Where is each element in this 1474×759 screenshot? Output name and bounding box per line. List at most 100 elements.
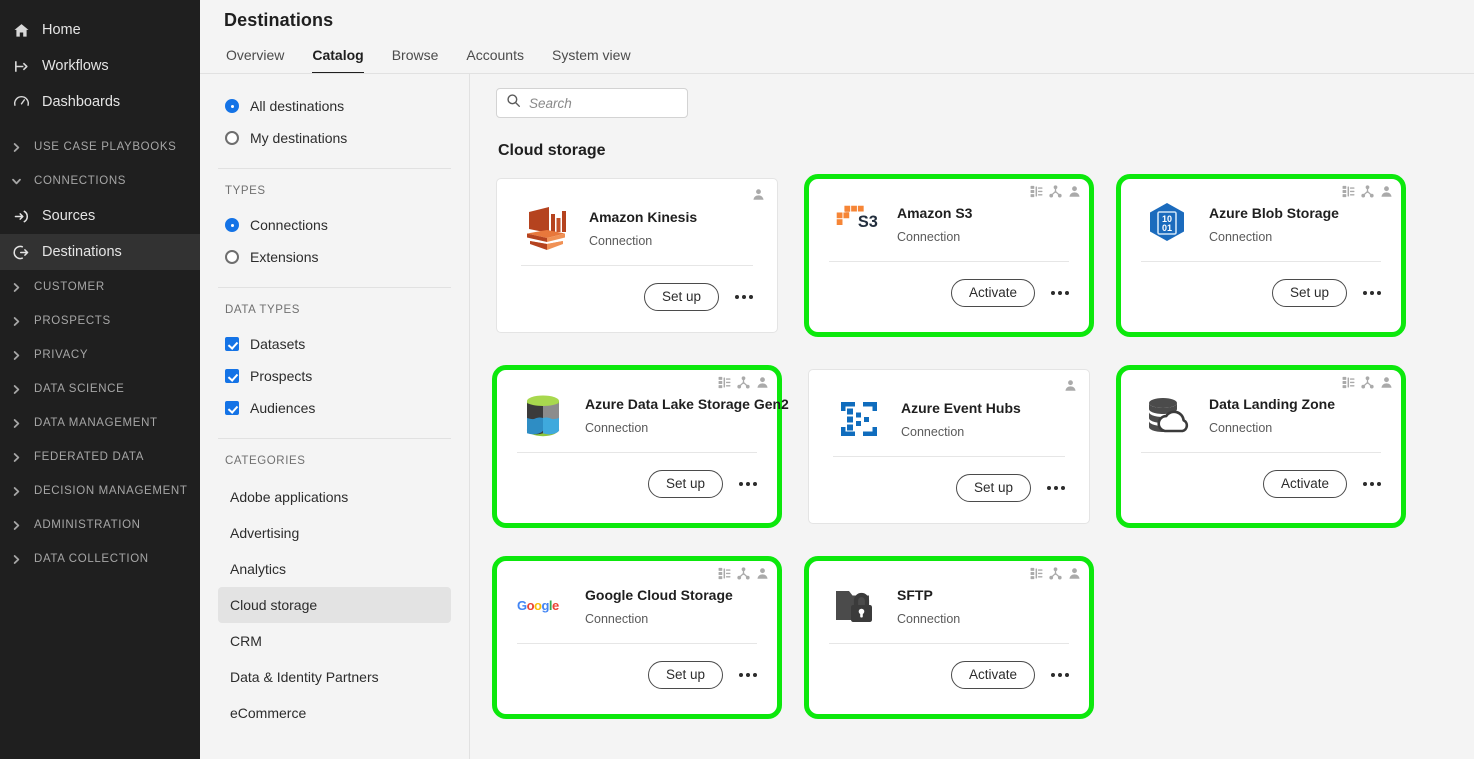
nav-item-label: Destinations — [42, 244, 122, 260]
nav-section-decision-management[interactable]: Decision management — [0, 474, 200, 508]
segment-icon — [737, 567, 750, 580]
radio-connections[interactable]: Connections — [218, 209, 451, 241]
workflows-icon — [12, 57, 30, 75]
person-icon — [756, 567, 769, 580]
nav-section-administration[interactable]: Administration — [0, 508, 200, 542]
nav-item-workflows[interactable]: Workflows — [0, 48, 200, 84]
category-item-data-identity-partners[interactable]: Data & Identity Partners — [218, 659, 451, 695]
category-item-adobe-applications[interactable]: Adobe applications — [218, 479, 451, 515]
nav-section-label: Customer — [34, 281, 105, 293]
more-options-icon[interactable] — [737, 476, 759, 492]
nav-section-privacy[interactable]: Privacy — [0, 338, 200, 372]
more-options-icon[interactable] — [1045, 480, 1067, 496]
more-options-icon[interactable] — [733, 289, 755, 305]
more-options-icon[interactable] — [737, 667, 759, 683]
nav-item-label: Workflows — [42, 58, 109, 74]
category-item-crm[interactable]: CRM — [218, 623, 451, 659]
nav-sections-group: Use case playbooksConnectionsSourcesDest… — [0, 130, 200, 576]
segment-icon — [1049, 567, 1062, 580]
nav-section-customer[interactable]: Customer — [0, 270, 200, 304]
dataset-icon — [1342, 185, 1355, 198]
nav-section-label: Use case playbooks — [34, 141, 177, 153]
chevron-right-icon — [8, 520, 24, 531]
radio-extensions[interactable]: Extensions — [218, 241, 451, 273]
card-action-button[interactable]: Activate — [950, 660, 1035, 690]
card-footer: Set up — [1131, 262, 1391, 324]
category-item-ecommerce[interactable]: eCommerce — [218, 695, 451, 731]
radio-icon[interactable] — [225, 250, 239, 264]
more-options-icon[interactable] — [1361, 285, 1383, 301]
tab-overview[interactable]: Overview — [226, 47, 285, 63]
nav-section-label: Administration — [34, 519, 141, 531]
radio-icon[interactable] — [225, 99, 239, 113]
card-action-button[interactable]: Set up — [647, 660, 723, 690]
card-divider — [1141, 452, 1381, 453]
radio-icon[interactable] — [225, 131, 239, 145]
category-item-advertising[interactable]: Advertising — [218, 515, 451, 551]
nav-item-home[interactable]: Home — [0, 12, 200, 48]
checkbox-icon[interactable] — [225, 337, 239, 351]
radio-all-destinations[interactable]: All destinations — [218, 90, 451, 122]
search-box[interactable] — [496, 88, 688, 118]
category-label: Advertising — [230, 525, 300, 541]
radio-icon[interactable] — [225, 218, 239, 232]
checkbox-prospects[interactable]: Prospects — [218, 360, 451, 392]
nav-section-federated-data[interactable]: Federated data — [0, 440, 200, 474]
checkbox-icon[interactable] — [225, 401, 239, 415]
card-action-button[interactable]: Activate — [950, 278, 1035, 308]
svg-text:01: 01 — [1162, 223, 1172, 233]
chevron-right-icon — [8, 282, 24, 293]
nav-item-sources[interactable]: Sources — [0, 198, 200, 234]
card-action-button[interactable]: Set up — [643, 282, 719, 312]
catalog-content: Cloud storage Amazon KinesisConnectionSe… — [470, 74, 1474, 759]
nav-item-dashboards[interactable]: Dashboards — [0, 84, 200, 120]
nav-section-connections[interactable]: Connections — [0, 164, 200, 198]
radio-my-destinations[interactable]: My destinations — [218, 122, 451, 154]
segment-icon — [737, 376, 750, 389]
category-item-cloud-storage[interactable]: Cloud storage — [218, 587, 451, 623]
checkbox-datasets[interactable]: Datasets — [218, 328, 451, 360]
category-label: Cloud storage — [230, 597, 318, 613]
nav-section-label: Connections — [34, 175, 127, 187]
tab-browse[interactable]: Browse — [391, 47, 439, 63]
nav-section-prospects[interactable]: Prospects — [0, 304, 200, 338]
category-item-analytics[interactable]: Analytics — [218, 551, 451, 587]
checkbox-icon[interactable] — [225, 369, 239, 383]
card-action-button[interactable]: Set up — [955, 473, 1031, 503]
card-action-button[interactable]: Set up — [647, 469, 723, 499]
more-options-icon[interactable] — [1049, 285, 1071, 301]
checkbox-audiences[interactable]: Audiences — [218, 392, 451, 424]
google-cloud-storage-logo: Google — [517, 580, 569, 632]
tab-accounts[interactable]: Accounts — [466, 47, 524, 63]
nav-section-use-case-playbooks[interactable]: Use case playbooks — [0, 130, 200, 164]
dataset-icon — [1030, 185, 1043, 198]
person-icon — [752, 188, 765, 201]
category-label: Adobe applications — [230, 489, 349, 505]
tab-system-view[interactable]: System view — [551, 47, 631, 63]
more-options-icon[interactable] — [1361, 476, 1383, 492]
card-action-button[interactable]: Set up — [1271, 278, 1347, 308]
nav-item-destinations[interactable]: Destinations — [0, 234, 200, 270]
nav-section-data-science[interactable]: Data science — [0, 372, 200, 406]
more-options-icon[interactable] — [1049, 667, 1071, 683]
card-action-button[interactable]: Activate — [1262, 469, 1347, 499]
tab-catalog[interactable]: Catalog — [312, 47, 364, 74]
nav-section-data-collection[interactable]: Data collection — [0, 542, 200, 576]
nav-section-data-management[interactable]: Data management — [0, 406, 200, 440]
search-input[interactable] — [529, 95, 678, 111]
nav-section-label: Data science — [34, 383, 125, 395]
